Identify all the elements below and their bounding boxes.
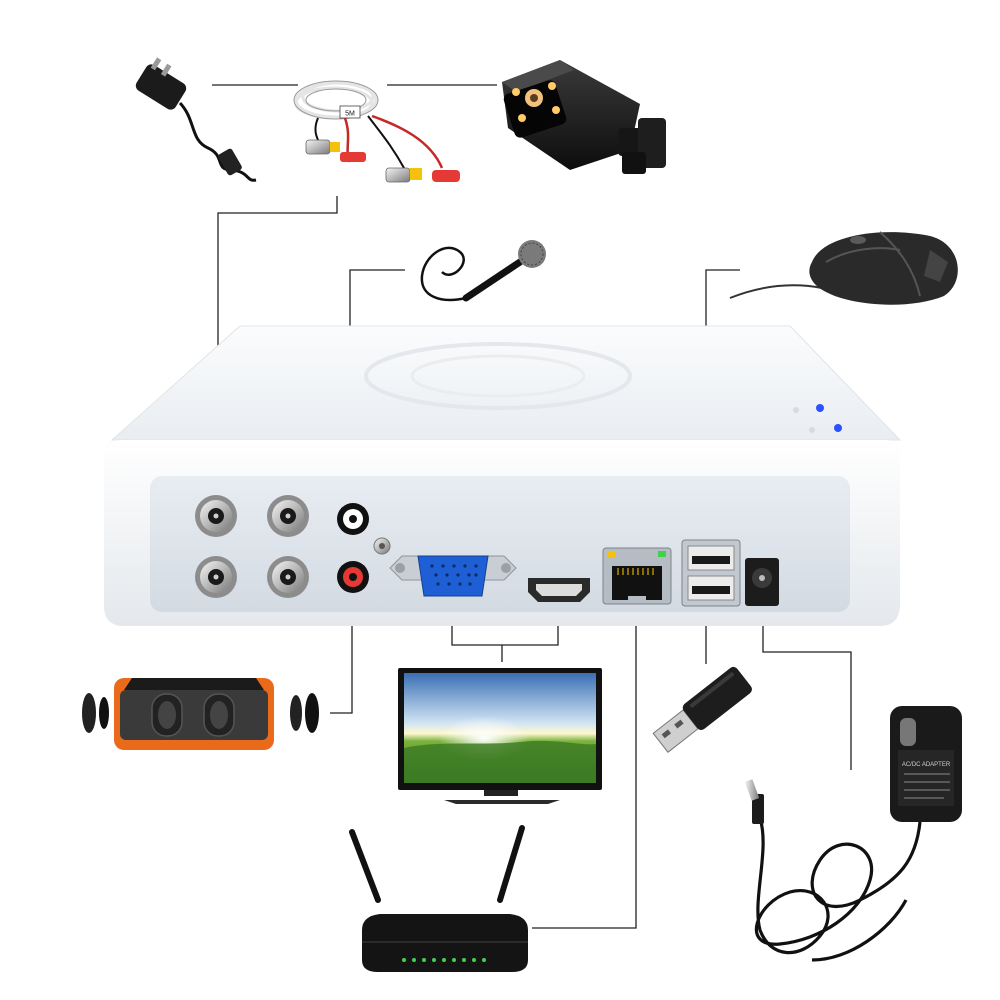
dvr-recorder <box>104 325 902 626</box>
router <box>349 825 528 972</box>
usb-mouse <box>729 231 958 305</box>
camera-power-adapter <box>135 57 257 182</box>
rca-audio-in <box>337 503 369 535</box>
usb-flash-drive <box>652 666 752 753</box>
hdmi-out <box>528 578 590 602</box>
dc-12v-in <box>745 558 779 606</box>
usb-2x <box>681 539 741 607</box>
rj45-lan <box>602 547 672 605</box>
speaker <box>82 678 319 750</box>
bnc-video-in-3 <box>195 556 237 598</box>
rca-audio-out <box>337 561 369 593</box>
adapter-label: AC/DC ADAPTER <box>902 762 951 768</box>
bnc-video-in-4 <box>267 556 309 598</box>
bnc-video-in-1 <box>195 495 237 537</box>
microphone <box>420 240 546 302</box>
line-speaker-to-audio-out <box>330 598 353 714</box>
line-power-to-dc <box>762 606 852 770</box>
vga-out <box>389 555 517 597</box>
ground-screw <box>373 537 391 555</box>
monitor <box>398 668 602 804</box>
bnc-video-in-2 <box>267 495 309 537</box>
status-led-icon <box>834 424 842 432</box>
dvr-power-adapter: AC/DC ADAPTER <box>744 706 962 962</box>
bullet-camera <box>502 60 666 174</box>
power-led-icon <box>816 404 824 412</box>
line-router-to-lan <box>532 605 637 929</box>
siamese-coax-cable: 5M <box>293 80 460 183</box>
cable-length-label: 5M <box>345 111 355 118</box>
